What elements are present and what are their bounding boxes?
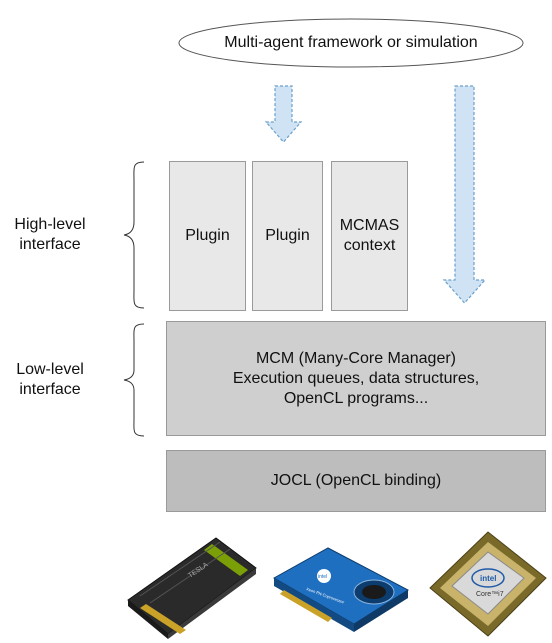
low-level-brace	[123, 323, 145, 437]
core-i7-chip-image: intel Core™i7	[429, 531, 547, 637]
mcm-box-label: MCM (Many-Core Manager) Execution queues…	[232, 349, 480, 407]
gpu-card-image: TESLA	[127, 537, 257, 639]
xeon-phi-card-image: intel Xeon Phi Coprocessor	[272, 547, 410, 632]
framework-ellipse-label: Multi-agent framework or simulation	[224, 34, 478, 51]
framework-ellipse: Multi-agent framework or simulation	[178, 18, 524, 68]
plugin-box-2: Plugin	[252, 161, 323, 311]
low-level-interface-label: Low-level interface	[16, 361, 84, 398]
jocl-box: JOCL (OpenCL binding)	[166, 450, 546, 512]
high-level-brace	[123, 161, 145, 309]
core-i7-model-text: Core™i7	[476, 591, 504, 598]
plugin-box-1: Plugin	[169, 161, 246, 311]
core-i7-logo-text: intel	[480, 574, 496, 583]
mcmas-context-label: MCMAS context	[339, 217, 400, 254]
high-level-interface-label: High-level interface	[14, 216, 86, 253]
plugin-box-2-label: Plugin	[265, 227, 310, 244]
xeon-phi-logo-text: intel	[318, 574, 327, 580]
mcm-box: MCM (Many-Core Manager) Execution queues…	[166, 321, 546, 436]
arrow-to-plugins	[264, 85, 303, 143]
plugin-box-1-label: Plugin	[185, 227, 230, 244]
jocl-box-label: JOCL (OpenCL binding)	[270, 472, 442, 489]
mcmas-context-box: MCMAS context	[331, 161, 408, 311]
arrow-to-mcm	[442, 85, 487, 304]
